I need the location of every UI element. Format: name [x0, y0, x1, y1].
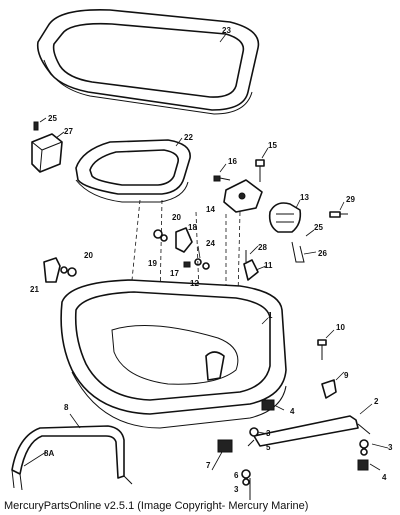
latch-14	[223, 179, 263, 213]
callout-11: 11	[264, 261, 273, 270]
screw-29	[329, 211, 348, 218]
callout-5: 5	[266, 443, 271, 452]
screw-10	[317, 339, 327, 360]
callout-20a: 20	[172, 213, 181, 222]
callout-8a: 8A	[44, 449, 54, 458]
callout-3c: 3	[234, 485, 239, 494]
clip-18	[175, 227, 193, 253]
callout-19: 19	[148, 259, 157, 268]
callout-4a: 4	[290, 407, 295, 416]
callout-6: 6	[234, 471, 239, 480]
seal-22	[75, 139, 191, 203]
bracket-27	[31, 121, 63, 173]
callout-12: 12	[190, 279, 199, 288]
callout-1: 1	[268, 311, 273, 320]
hardware-12-17-24	[183, 258, 210, 270]
callout-3a: 3	[266, 429, 271, 438]
callout-29: 29	[346, 195, 355, 204]
grommet-7	[217, 439, 233, 453]
callout-20b: 20	[84, 251, 93, 260]
latch-13	[268, 202, 302, 233]
bracket-11	[243, 250, 259, 281]
callout-17: 17	[170, 269, 179, 278]
callout-25a: 25	[48, 114, 57, 123]
spring-26	[291, 241, 305, 263]
grommet-4	[261, 399, 275, 411]
callout-8: 8	[64, 403, 69, 412]
link-rod-2	[247, 415, 371, 447]
callout-28: 28	[258, 243, 267, 252]
hardware-stack	[241, 427, 369, 500]
bolt-15	[255, 159, 265, 182]
callout-13: 13	[300, 193, 309, 202]
callout-22: 22	[184, 133, 193, 142]
callout-16: 16	[228, 157, 237, 166]
callout-3b: 3	[388, 443, 393, 452]
callout-15: 15	[268, 141, 277, 150]
callout-9: 9	[344, 371, 349, 380]
alignment-lines	[129, 199, 241, 321]
bottom-cowl-1	[60, 279, 287, 429]
callout-21: 21	[30, 285, 39, 294]
callout-10: 10	[336, 323, 345, 332]
callout-26: 26	[318, 249, 327, 258]
callout-2: 2	[374, 397, 379, 406]
seal-23	[36, 9, 260, 115]
callout-7: 7	[206, 461, 211, 470]
callout-labels: 23 22 25 27 16 15 13 14 29 20 18 25 24 2…	[30, 26, 393, 494]
callout-24: 24	[206, 239, 215, 248]
callout-18: 18	[188, 223, 197, 232]
hook-21	[43, 257, 77, 283]
callout-27: 27	[64, 127, 73, 136]
callout-14: 14	[206, 205, 215, 214]
callout-4b: 4	[382, 473, 387, 482]
callout-25b: 25	[314, 223, 323, 232]
washer-19-20	[153, 229, 168, 242]
shift-rod-8	[11, 425, 133, 491]
callout-23: 23	[222, 26, 231, 35]
leader-lines	[23, 33, 389, 471]
screw-16	[213, 175, 231, 182]
copyright-caption: MercuryPartsOnline v2.5.1 (Image Copyrig…	[4, 500, 309, 512]
clip-9	[321, 379, 337, 399]
